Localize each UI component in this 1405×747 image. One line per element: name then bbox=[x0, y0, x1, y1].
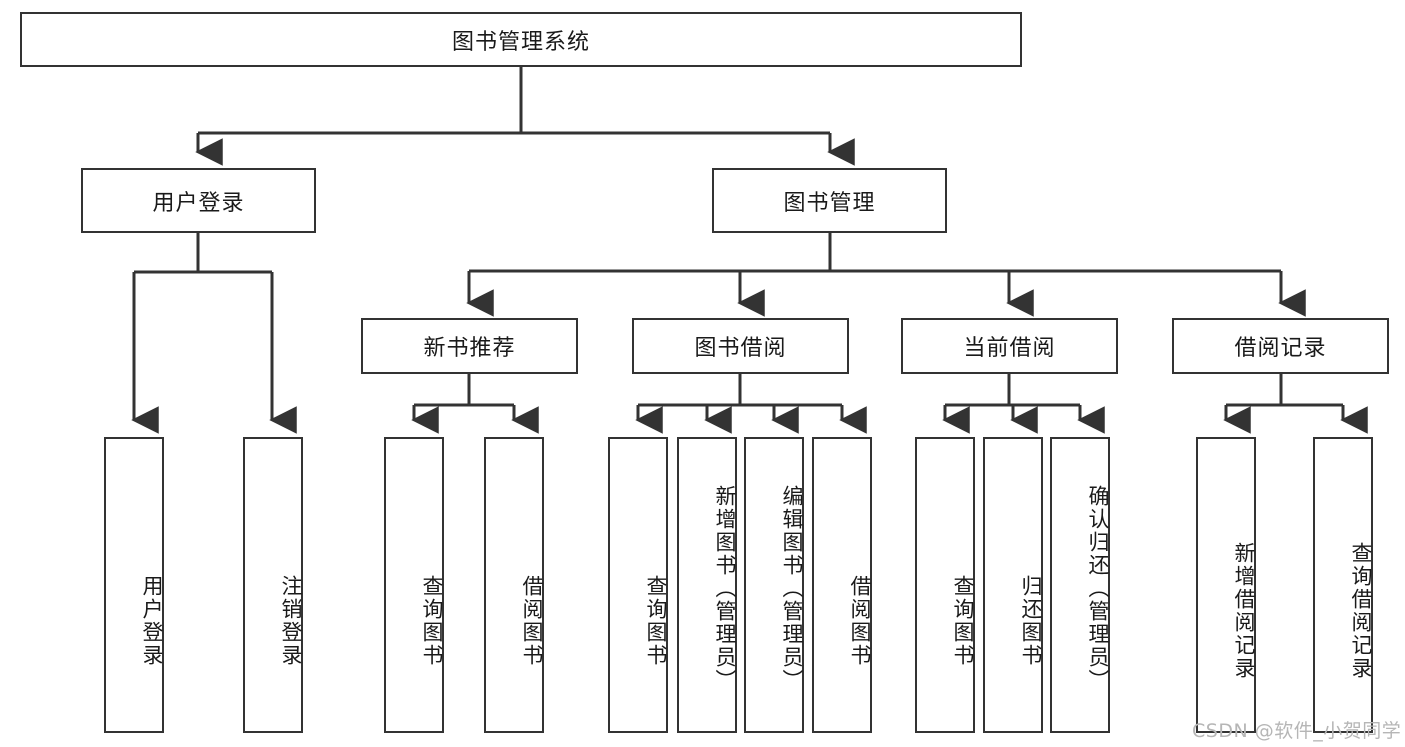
leaf-user-login-logout[interactable]: 注销登录 bbox=[243, 437, 303, 733]
leaf-label: 查询图书 bbox=[420, 575, 444, 667]
node-book-borrow[interactable]: 图书借阅 bbox=[632, 318, 849, 374]
leaf-label: 借阅图书 bbox=[520, 575, 544, 667]
leaf-current-borrow-confirm-return[interactable]: 确认归还（管理员） bbox=[1050, 437, 1110, 733]
node-new-book-recommend[interactable]: 新书推荐 bbox=[361, 318, 578, 374]
node-current-borrow[interactable]: 当前借阅 bbox=[901, 318, 1118, 374]
leaf-label: 查询借阅记录 bbox=[1349, 542, 1373, 680]
leaf-borrow-record-query[interactable]: 查询借阅记录 bbox=[1313, 437, 1373, 733]
node-book-management[interactable]: 图书管理 bbox=[712, 168, 947, 233]
leaf-label: 借阅图书 bbox=[848, 575, 872, 667]
leaf-borrow-record-add[interactable]: 新增借阅记录 bbox=[1196, 437, 1256, 733]
leaf-new-book-borrow[interactable]: 借阅图书 bbox=[484, 437, 544, 733]
leaf-book-borrow-edit[interactable]: 编辑图书（管理员） bbox=[744, 437, 804, 733]
leaf-user-login-login[interactable]: 用户登录 bbox=[104, 437, 164, 733]
leaf-book-borrow-query[interactable]: 查询图书 bbox=[608, 437, 668, 733]
node-root-system[interactable]: 图书管理系统 bbox=[20, 12, 1022, 67]
leaf-label: 归还图书 bbox=[1019, 575, 1043, 667]
leaf-book-borrow-add[interactable]: 新增图书（管理员） bbox=[677, 437, 737, 733]
leaf-book-borrow-borrow[interactable]: 借阅图书 bbox=[812, 437, 872, 733]
leaf-label: 新增借阅记录 bbox=[1232, 542, 1256, 680]
leaf-current-borrow-query[interactable]: 查询图书 bbox=[915, 437, 975, 733]
node-user-login[interactable]: 用户登录 bbox=[81, 168, 316, 233]
node-borrow-record[interactable]: 借阅记录 bbox=[1172, 318, 1389, 374]
leaf-label: 查询图书 bbox=[951, 575, 975, 667]
leaf-label: 编辑图书（管理员） bbox=[780, 484, 804, 692]
leaf-label: 查询图书 bbox=[644, 575, 668, 667]
csdn-watermark: CSDN @软件_小贺同学 bbox=[1192, 720, 1402, 742]
leaf-label: 确认归还（管理员） bbox=[1086, 484, 1110, 692]
leaf-label: 注销登录 bbox=[279, 575, 303, 667]
leaf-current-borrow-return[interactable]: 归还图书 bbox=[983, 437, 1043, 733]
leaf-label: 新增图书（管理员） bbox=[713, 484, 737, 692]
leaf-label: 用户登录 bbox=[140, 575, 164, 667]
leaf-new-book-query[interactable]: 查询图书 bbox=[384, 437, 444, 733]
